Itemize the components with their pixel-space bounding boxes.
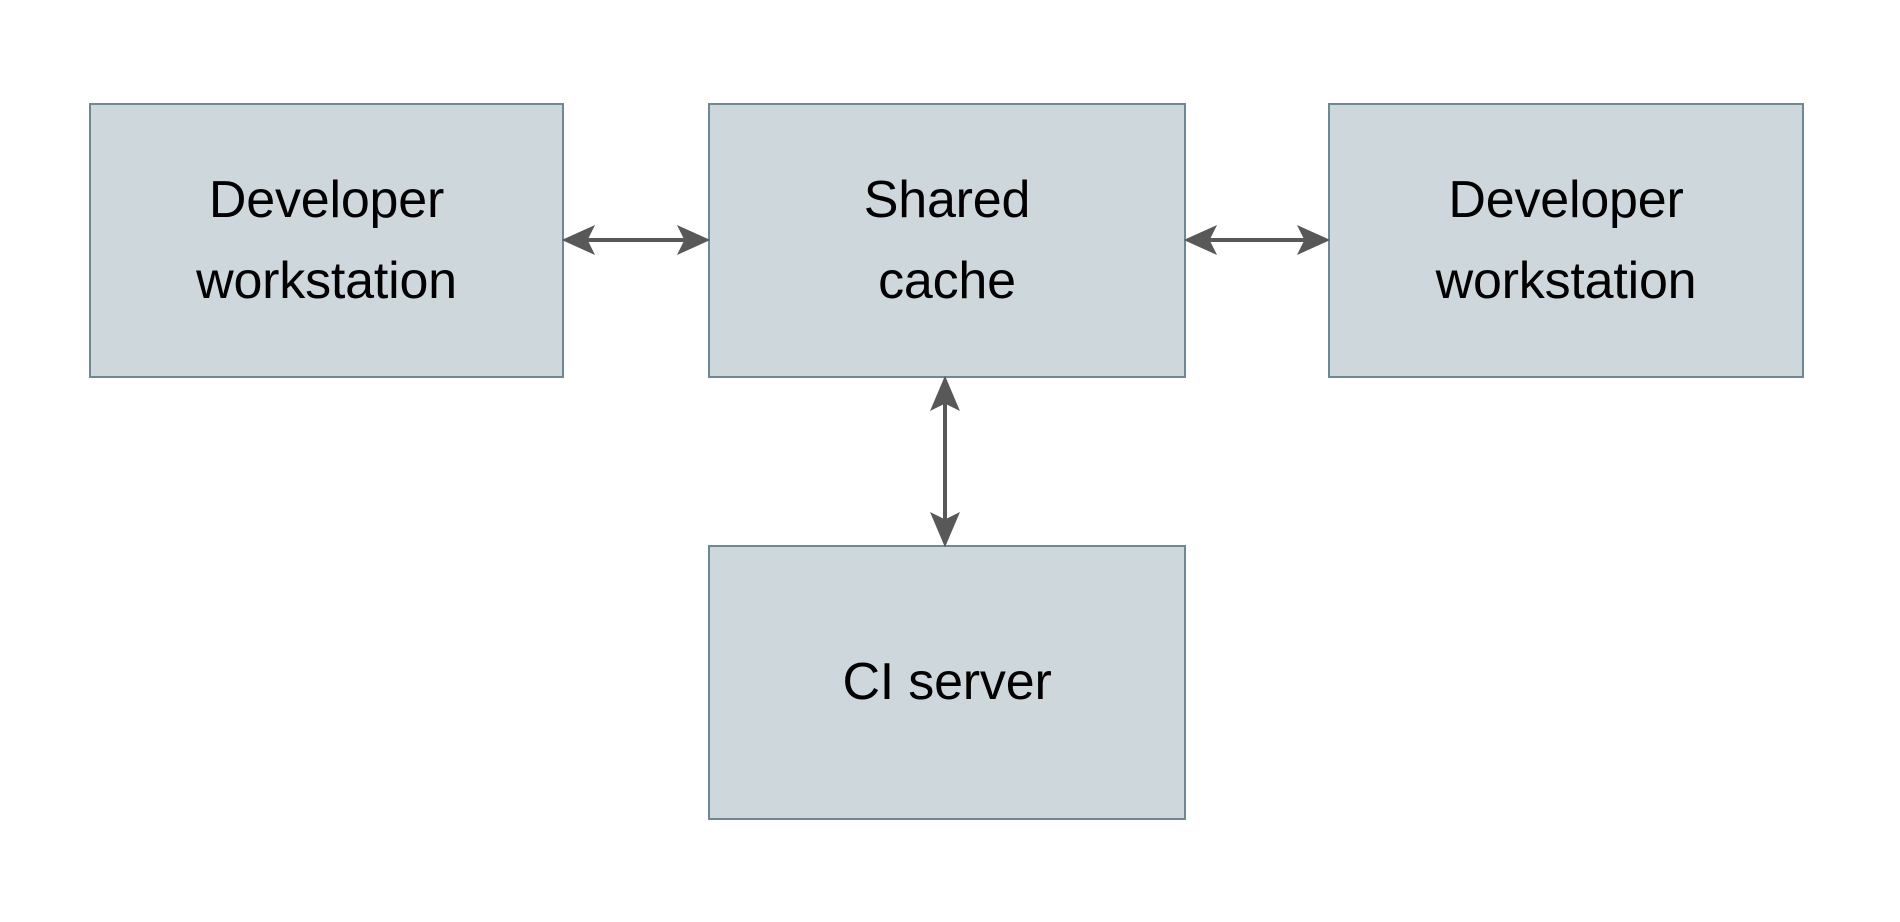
edge-ci-server-to-shared-cache[interactable] (917, 374, 973, 549)
node-developer-workstation-right[interactable]: Developer workstation (1328, 103, 1804, 378)
node-label: Shared cache (863, 170, 1031, 310)
node-shared-cache[interactable]: Shared cache (708, 103, 1186, 378)
node-label: CI server (842, 653, 1052, 712)
edge-shared-cache-to-right-workstation[interactable] (1182, 212, 1332, 268)
edge-left-workstation-to-shared-cache[interactable] (560, 212, 712, 268)
node-label: Developer workstation (196, 170, 457, 310)
double-arrow-icon (930, 375, 960, 548)
node-ci-server[interactable]: CI server (708, 545, 1186, 820)
node-label: Developer workstation (1435, 170, 1697, 310)
node-developer-workstation-left[interactable]: Developer workstation (89, 103, 564, 378)
double-arrow-icon (1183, 224, 1331, 256)
double-arrow-icon (561, 224, 711, 256)
